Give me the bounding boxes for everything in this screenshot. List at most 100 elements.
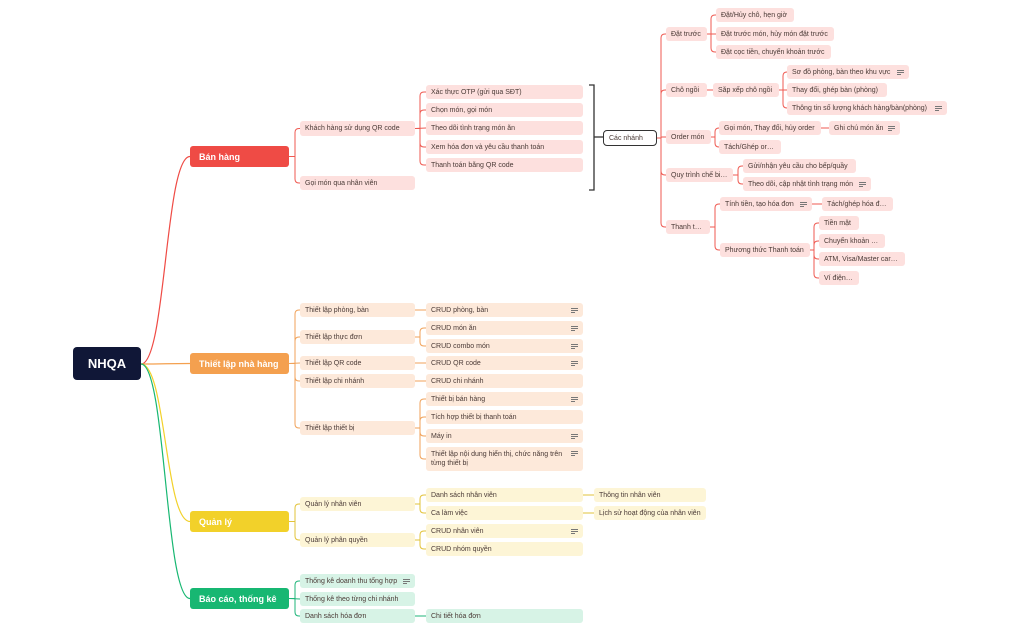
connector bbox=[140, 362, 191, 365]
branch-setup[interactable]: Thiết lập nhà hàng bbox=[190, 353, 289, 374]
node-staff-list[interactable]: Danh sách nhân viên bbox=[426, 488, 583, 502]
node-seating[interactable]: Chỗ ngồi bbox=[666, 83, 707, 97]
note-icon[interactable] bbox=[888, 125, 895, 131]
node-reserve-item[interactable]: Đặt/Hủy chỗ, hẹn giờ bbox=[716, 8, 794, 22]
node-crud-combo[interactable]: CRUD combo món bbox=[426, 339, 583, 353]
root-node[interactable]: NHQA bbox=[73, 347, 141, 380]
note-icon[interactable] bbox=[571, 360, 578, 366]
node-crud-group[interactable]: CRUD nhóm quyền bbox=[426, 542, 583, 556]
node-invoice-detail[interactable]: Chi tiết hóa đơn bbox=[426, 609, 583, 623]
node-device-item[interactable]: Thiết bị bán hàng bbox=[426, 392, 583, 406]
node-crud-qr[interactable]: CRUD QR code bbox=[426, 356, 583, 370]
node-arrange-seats[interactable]: Sắp xếp chỗ ngồi bbox=[713, 83, 779, 97]
node-label: CRUD chi nhánh bbox=[431, 377, 484, 385]
node-setup-rooms[interactable]: Thiết lập phòng, bàn bbox=[300, 303, 415, 317]
node-crud-rooms[interactable]: CRUD phòng, bàn bbox=[426, 303, 583, 317]
note-icon[interactable] bbox=[859, 181, 866, 187]
node-report-item[interactable]: Thống kê doanh thu tổng hợp bbox=[300, 574, 415, 588]
node-label: Quản lý nhân viên bbox=[305, 500, 362, 508]
connector bbox=[779, 71, 788, 91]
node-kitchen-item[interactable]: Gửi/nhận yêu cầu cho bếp/quầy bbox=[743, 159, 856, 173]
node-label: Ví điện tử bbox=[824, 274, 854, 282]
node-activity[interactable]: Lịch sử hoạt động của nhân viên bbox=[594, 506, 706, 520]
note-icon[interactable] bbox=[571, 343, 578, 349]
node-kitchen-item[interactable]: Theo dõi, cập nhật tình trạng món bbox=[743, 177, 871, 191]
node-order-note[interactable]: Ghi chú món ăn bbox=[829, 121, 900, 135]
node-shift[interactable]: Ca làm việc bbox=[426, 506, 583, 520]
note-icon[interactable] bbox=[571, 450, 578, 456]
branch-manage[interactable]: Quản lý bbox=[190, 511, 289, 532]
node-crud-menu[interactable]: CRUD món ăn bbox=[426, 321, 583, 335]
node-qr-step[interactable]: Xác thực OTP (gửi qua SĐT) bbox=[426, 85, 583, 99]
note-icon[interactable] bbox=[800, 201, 807, 207]
node-setup-menu[interactable]: Thiết lập thực đơn bbox=[300, 330, 415, 344]
branch-report[interactable]: Báo cáo, thống kê bbox=[190, 588, 289, 609]
note-icon[interactable] bbox=[571, 528, 578, 534]
node-crud-branch[interactable]: CRUD chi nhánh bbox=[426, 374, 583, 388]
node-split-bill[interactable]: Tách/ghép hóa đơn bbox=[822, 197, 893, 211]
node-label: Chọn món, gọi món bbox=[431, 106, 493, 114]
node-order[interactable]: Order món bbox=[666, 130, 711, 144]
connector bbox=[707, 33, 716, 53]
connector bbox=[289, 580, 300, 599]
node-manage-staff[interactable]: Quản lý nhân viên bbox=[300, 497, 415, 511]
node-qr-step[interactable]: Xem hóa đơn và yêu cầu thanh toán bbox=[426, 140, 583, 154]
connector bbox=[657, 137, 666, 228]
node-qr-customer[interactable]: Khách hàng sử dụng QR code bbox=[300, 121, 415, 136]
node-device-item[interactable]: Tích hợp thiết bị thanh toán bbox=[426, 410, 583, 424]
branch-sales[interactable]: Bán hàng bbox=[190, 146, 289, 167]
node-label: Tách/Ghép order bbox=[724, 143, 776, 151]
node-report-item[interactable]: Thống kê theo từng chi nhánh bbox=[300, 592, 415, 606]
node-label: Ghi chú món ăn bbox=[834, 124, 884, 132]
node-setup-qr[interactable]: Thiết lập QR code bbox=[300, 356, 415, 370]
node-payment-methods[interactable]: Phương thức Thanh toán bbox=[720, 243, 810, 257]
note-icon[interactable] bbox=[897, 69, 904, 75]
note-icon[interactable] bbox=[403, 578, 410, 584]
node-method-item[interactable]: Ví điện tử bbox=[819, 271, 859, 285]
node-method-item[interactable]: Tiền mặt bbox=[819, 216, 859, 230]
node-label: Các nhánh bbox=[609, 134, 643, 142]
node-payment-calc[interactable]: Tính tiền, tạo hóa đơn bbox=[720, 197, 812, 211]
connector bbox=[415, 539, 426, 550]
node-kitchen[interactable]: Quy trình chế biến bbox=[666, 168, 733, 182]
node-label: Ca làm việc bbox=[431, 509, 468, 517]
node-device-item[interactable]: Thiết lập nội dung hiển thị, chức năng t… bbox=[426, 447, 583, 471]
node-staff-order[interactable]: Gọi món qua nhân viên bbox=[300, 176, 415, 190]
node-reserve-item[interactable]: Đặt trước món, hủy món đặt trước bbox=[716, 27, 834, 41]
node-setup-branch[interactable]: Thiết lập chi nhánh bbox=[300, 374, 415, 388]
node-reserve-item[interactable]: Đặt cọc tiền, chuyển khoản trước bbox=[716, 45, 831, 59]
node-branches[interactable]: Các nhánh bbox=[603, 130, 657, 146]
node-staff-info[interactable]: Thông tin nhân viên bbox=[594, 488, 706, 502]
node-seating-item[interactable]: Sơ đồ phòng, bàn theo khu vực bbox=[787, 65, 909, 79]
note-icon[interactable] bbox=[571, 307, 578, 313]
node-label: Thống kê theo từng chi nhánh bbox=[305, 595, 399, 603]
node-seating-item[interactable]: Thay đổi, ghép bàn (phòng) bbox=[787, 83, 887, 97]
node-seating-item[interactable]: Thông tin số lượng khách hàng/bàn(phòng) bbox=[787, 101, 947, 115]
node-order-split[interactable]: Tách/Ghép order bbox=[719, 140, 781, 154]
note-icon[interactable] bbox=[571, 433, 578, 439]
node-label: Phương thức Thanh toán bbox=[725, 246, 804, 254]
node-label: Đặt trước món, hủy món đặt trước bbox=[721, 30, 828, 38]
node-label: Thống kê doanh thu tổng hợp bbox=[305, 577, 398, 585]
node-setup-device[interactable]: Thiết lập thiết bị bbox=[300, 421, 415, 435]
node-qr-step[interactable]: Theo dõi tình trạng món ăn bbox=[426, 121, 583, 135]
node-reserve[interactable]: Đặt trước bbox=[666, 27, 707, 41]
note-icon[interactable] bbox=[935, 105, 942, 111]
node-manage-perm[interactable]: Quản lý phân quyền bbox=[300, 533, 415, 547]
node-label: Gửi/nhận yêu cầu cho bếp/quầy bbox=[748, 162, 848, 170]
node-label: Quản lý phân quyền bbox=[305, 536, 368, 544]
node-method-item[interactable]: ATM, Visa/Master card... bbox=[819, 252, 905, 266]
node-label: Thiết lập nội dung hiển thị, chức năng t… bbox=[431, 451, 563, 467]
node-label: Thiết lập QR code bbox=[305, 359, 362, 367]
node-qr-step[interactable]: Thanh toán bằng QR code bbox=[426, 158, 583, 172]
node-report-item[interactable]: Danh sách hóa đơn bbox=[300, 609, 415, 623]
node-method-item[interactable]: Chuyển khoản QR bbox=[819, 234, 885, 248]
node-label: Theo dõi tình trạng món ăn bbox=[431, 124, 516, 132]
node-order-call[interactable]: Gọi món, Thay đổi, hủy order bbox=[719, 121, 821, 135]
note-icon[interactable] bbox=[571, 396, 578, 402]
note-icon[interactable] bbox=[571, 325, 578, 331]
node-device-item[interactable]: Máy in bbox=[426, 429, 583, 443]
node-payment[interactable]: Thanh toán bbox=[666, 220, 710, 234]
node-crud-staff[interactable]: CRUD nhân viên bbox=[426, 524, 583, 538]
node-qr-step[interactable]: Chọn món, gọi món bbox=[426, 103, 583, 117]
